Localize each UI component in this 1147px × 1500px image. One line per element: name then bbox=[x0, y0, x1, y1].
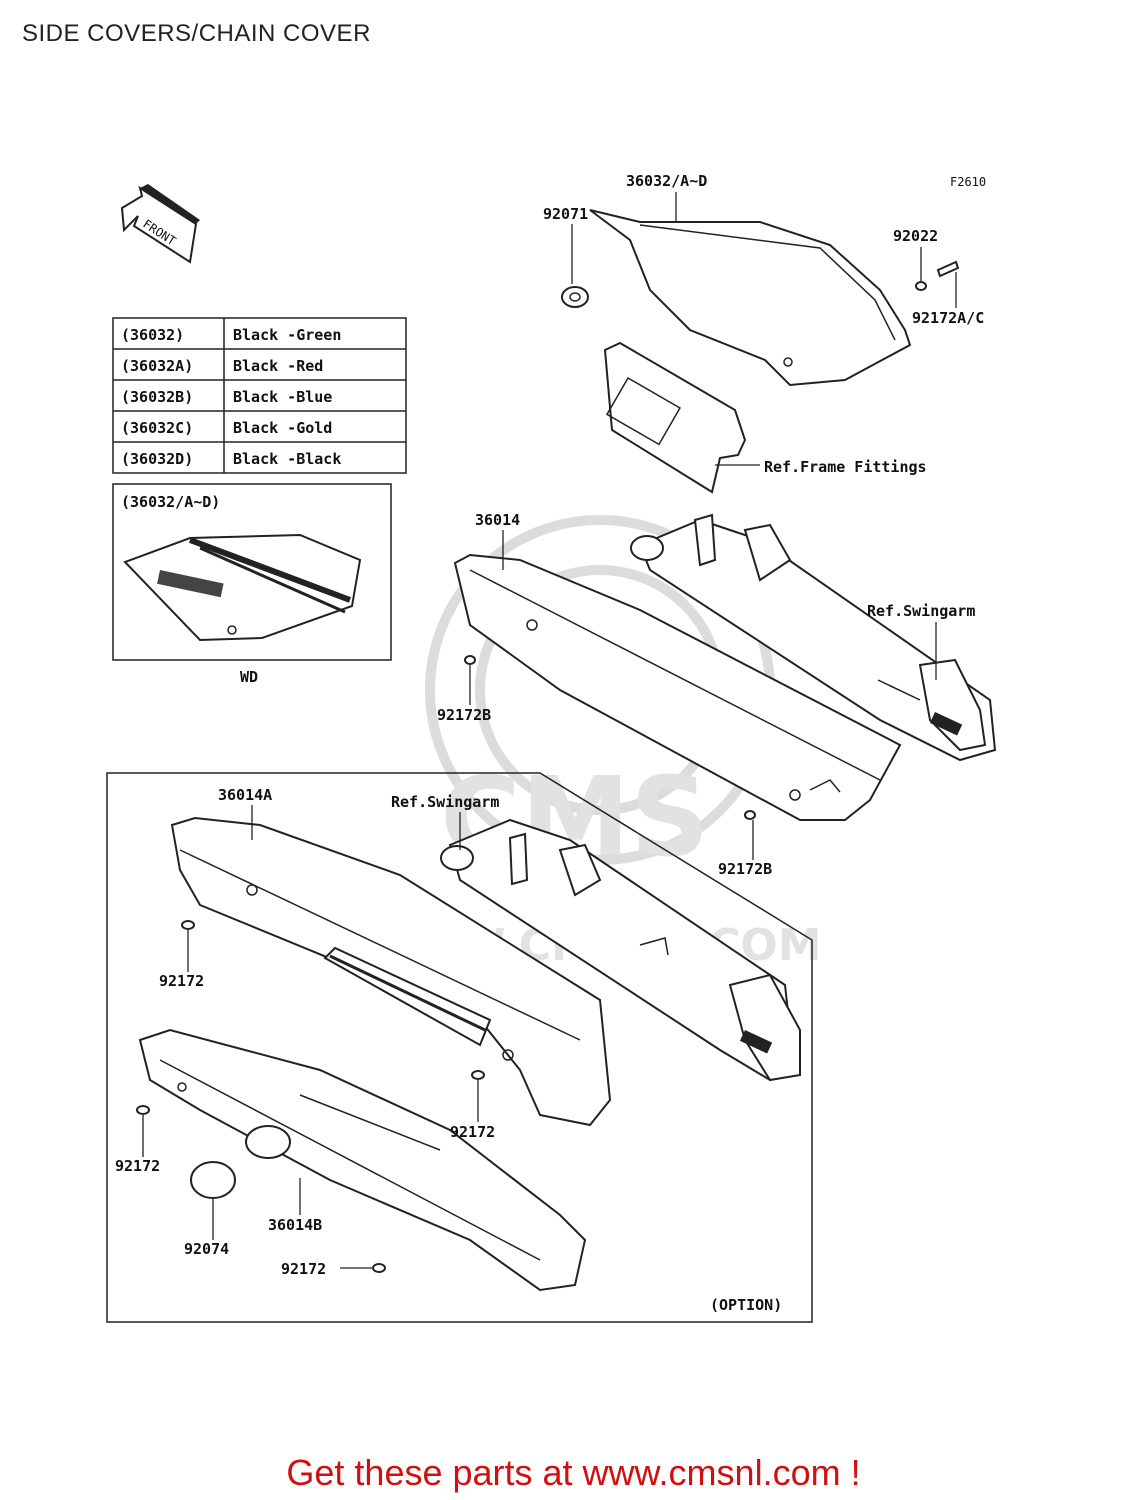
table-color: Black -Gold bbox=[233, 419, 332, 437]
label-36032: 36032/A~D bbox=[626, 172, 707, 190]
table-color: Black -Blue bbox=[233, 388, 332, 406]
chain-cover-36014B bbox=[138, 1028, 587, 1292]
table-color: Black -Green bbox=[233, 326, 341, 344]
table-code: (36032A) bbox=[121, 357, 193, 375]
label-92172: 92172 bbox=[115, 1157, 160, 1175]
variant-inset: (36032/A~D) WD bbox=[112, 483, 392, 686]
swingarm-lower bbox=[440, 818, 801, 1082]
label-ref-swingarm: Ref.Swingarm bbox=[391, 793, 499, 811]
page-title: SIDE COVERS/CHAIN COVER bbox=[22, 20, 371, 47]
part-labels: 36032/A~D 92071 92022 92172A/C Ref.Frame… bbox=[115, 172, 984, 1278]
label-92172: 92172 bbox=[159, 972, 204, 990]
footer-link-text[interactable]: Get these parts at www.cmsnl.com ! bbox=[286, 1452, 861, 1493]
table-code: (36032) bbox=[121, 326, 184, 344]
label-92172b: 92172B bbox=[718, 860, 772, 878]
leader-lines bbox=[142, 192, 957, 1269]
frame-fitting-bracket bbox=[603, 341, 760, 494]
front-arrow-icon: FRONT bbox=[120, 184, 200, 264]
table-color: Black -Black bbox=[233, 450, 341, 468]
label-92074: 92074 bbox=[184, 1240, 229, 1258]
cap-92074 bbox=[190, 1161, 236, 1199]
table-code: (36032C) bbox=[121, 419, 193, 437]
option-label: (OPTION) bbox=[710, 1296, 782, 1314]
inset-caption: WD bbox=[240, 668, 258, 686]
side-cover-36032 bbox=[561, 209, 960, 387]
table-code: (36032B) bbox=[121, 388, 193, 406]
screw-icons bbox=[136, 920, 485, 1273]
table-color: Black -Red bbox=[233, 357, 323, 375]
label-92022: 92022 bbox=[893, 227, 938, 245]
label-36014: 36014 bbox=[475, 511, 520, 529]
color-table: (36032) Black -Green (36032A) Black -Red… bbox=[112, 317, 407, 474]
label-92071: 92071 bbox=[543, 205, 588, 223]
label-92172b: 92172B bbox=[437, 706, 491, 724]
inset-header: (36032/A~D) bbox=[121, 493, 220, 511]
label-92172: 92172 bbox=[450, 1123, 495, 1141]
table-code: (36032D) bbox=[121, 450, 193, 468]
option-box: (OPTION) bbox=[106, 772, 813, 1323]
chain-guard-strip bbox=[323, 946, 492, 1047]
label-36014b: 36014B bbox=[268, 1216, 322, 1234]
chain-cover-36014A bbox=[170, 816, 612, 1127]
label-92172: 92172 bbox=[281, 1260, 326, 1278]
label-36014a: 36014A bbox=[218, 786, 272, 804]
label-92172ac: 92172A/C bbox=[912, 309, 984, 327]
label-ref-swingarm: Ref.Swingarm bbox=[867, 602, 975, 620]
swingarm-upper bbox=[630, 513, 997, 762]
label-ref-frame-fittings: Ref.Frame Fittings bbox=[764, 458, 927, 476]
figure-code: F2610 bbox=[950, 175, 986, 189]
